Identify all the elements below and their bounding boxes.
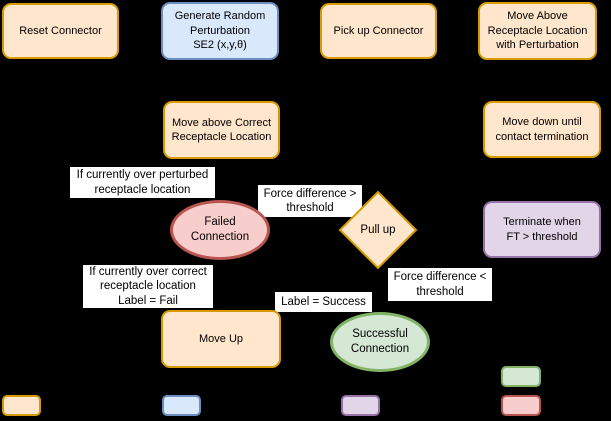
node-reset-connector: Reset Connector xyxy=(2,3,119,59)
legend-swatch-red xyxy=(501,395,541,416)
node-move-down-until-contact: Move down until contact termination xyxy=(483,101,601,158)
node-move-above-receptacle-with-perturbation: Move Above Receptacle Location with Pert… xyxy=(478,2,597,60)
edge-label-line: receptacle location xyxy=(94,183,191,196)
edge-label-line: Label = Success xyxy=(281,295,366,308)
node-generate-random-perturbation: Generate Random Perturbation SE2 (x,y,θ) xyxy=(161,2,279,60)
edge-label-success: Label = Success xyxy=(275,292,372,312)
edge-label-line: If currently over correct xyxy=(89,265,207,278)
node-label: contact termination xyxy=(495,130,589,143)
node-move-up: Move Up xyxy=(161,310,281,368)
node-label: Connection xyxy=(350,343,410,355)
edge-label-line: Force difference < xyxy=(393,271,487,283)
node-label: Terminate when xyxy=(503,216,581,228)
edge-label-line: receptacle location xyxy=(100,280,196,293)
node-label: Receptacle Location xyxy=(171,131,272,143)
legend-swatch-orange xyxy=(2,395,41,416)
node-terminate-when-ft-threshold: Terminate when FT > threshold xyxy=(483,201,601,258)
edge-label-line: Force difference > xyxy=(263,187,357,200)
edge-label-line: threshold xyxy=(286,202,334,214)
node-label: SE2 (x,y,θ) xyxy=(193,39,247,52)
node-label: FT > threshold xyxy=(506,230,578,243)
node-label: Move Above xyxy=(507,10,568,23)
node-label: Pull up xyxy=(360,224,396,236)
node-label: Receptacle Location xyxy=(487,24,588,37)
node-label: Generate Random xyxy=(174,10,266,23)
edge-label-force-difference-gt: Force difference > threshold xyxy=(258,185,362,217)
node-label: Perturbation xyxy=(190,24,250,37)
node-successful-connection: Successful Connection xyxy=(330,312,430,372)
legend-swatch-blue xyxy=(162,395,201,416)
node-pick-up-connector: Pick up Connector xyxy=(320,3,437,59)
edge-label-line: threshold xyxy=(416,285,464,298)
node-label: Connection xyxy=(190,231,250,243)
node-failed-connection: Failed Connection xyxy=(170,200,270,260)
node-label: Pick up Connector xyxy=(333,24,424,37)
edge-label-perturbed-location: If currently over perturbed receptacle l… xyxy=(70,167,215,198)
legend-swatch-green xyxy=(501,366,541,387)
edge-label-force-difference-lt: Force difference < threshold xyxy=(388,268,492,301)
node-label: Move above Correct xyxy=(171,116,272,129)
edge-label-line: If currently over perturbed xyxy=(76,169,209,181)
node-move-above-correct-receptacle: Move above Correct Receptacle Location xyxy=(163,101,280,159)
edge-label-line: Label = Fail xyxy=(118,294,178,307)
node-label: Move Up xyxy=(198,332,244,345)
node-label: Move down until xyxy=(502,116,582,128)
node-label: with Perturbation xyxy=(496,39,579,52)
edge-label-correct-location-fail: If currently over correct receptacle loc… xyxy=(83,265,213,308)
node-label: Reset Connector xyxy=(19,24,102,37)
diamond-shape-icon xyxy=(338,190,418,270)
legend-swatch-purple xyxy=(341,395,380,416)
node-label: Successful xyxy=(352,328,408,340)
node-pull-up-decision: Pull up xyxy=(338,190,418,270)
node-label: Failed xyxy=(204,216,236,228)
